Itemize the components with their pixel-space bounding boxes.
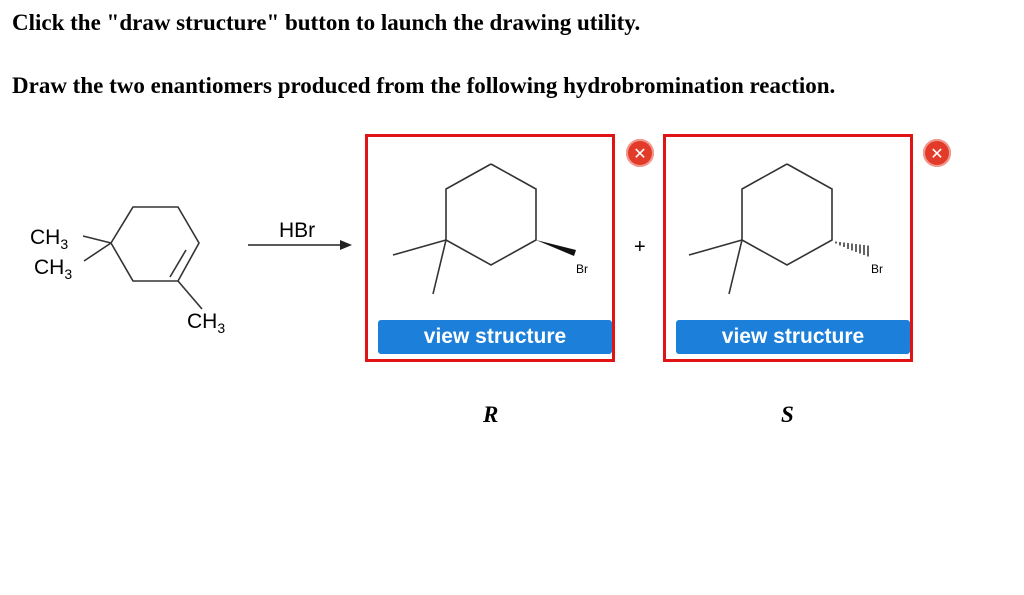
stereo-label-r: R [483,402,499,427]
stereo-label-s: S [781,402,794,427]
close-icon: ✕ [633,143,647,163]
answer-box-s[interactable]: Br view structure [663,134,913,362]
answer-box-r[interactable]: Br view structure [365,134,615,362]
methyl-label-top: CH3 [30,226,69,253]
instruction-text: Click the "draw structure" button to lau… [12,10,641,35]
close-icon: ✕ [930,143,944,163]
reaction-arrow-icon [248,240,352,250]
methyl-label-middle: CH3 [34,256,73,283]
view-structure-button-s[interactable]: view structure [676,320,910,354]
bromine-label: Br [576,262,588,276]
delete-s-button[interactable]: ✕ [923,139,951,167]
structure-r-drawing[interactable] [368,137,612,317]
plus-sign: + [634,236,646,258]
view-structure-button-r[interactable]: view structure [378,320,612,354]
structure-s-drawing[interactable] [666,137,910,317]
methyl-label-bottom: CH3 [187,310,226,337]
reagent-label: HBr [279,219,316,242]
bromine-label: Br [871,262,883,276]
question-text: Draw the two enantiomers produced from t… [12,73,836,98]
delete-r-button[interactable]: ✕ [626,139,654,167]
